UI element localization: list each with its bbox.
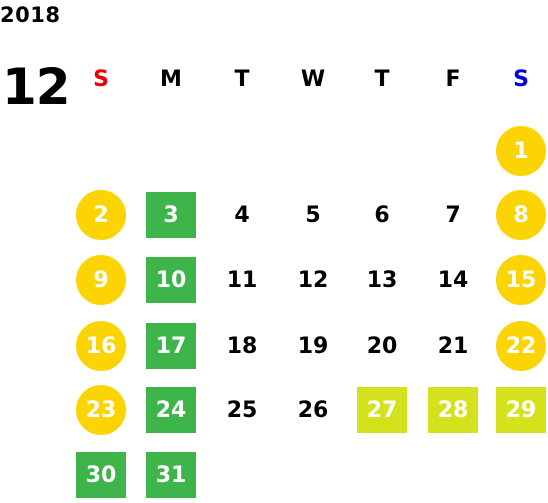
day-1[interactable]: 1	[496, 126, 546, 176]
day-9[interactable]: 9	[76, 255, 126, 305]
day-25[interactable]: 25	[226, 397, 258, 423]
day-17[interactable]: 17	[146, 323, 196, 369]
weekday-mon: M	[160, 67, 182, 92]
weekday-sat: S	[513, 67, 529, 92]
weekday-tue: T	[234, 67, 250, 92]
day-12[interactable]: 12	[297, 267, 329, 293]
day-15[interactable]: 15	[496, 255, 546, 305]
day-26[interactable]: 26	[297, 397, 329, 423]
day-2[interactable]: 2	[76, 190, 126, 240]
day-20[interactable]: 20	[366, 333, 398, 359]
day-30[interactable]: 30	[76, 452, 126, 498]
day-14[interactable]: 14	[437, 267, 469, 293]
month-number: 12	[2, 58, 71, 116]
day-21[interactable]: 21	[437, 333, 469, 359]
day-24[interactable]: 24	[146, 387, 196, 433]
day-22[interactable]: 22	[496, 321, 546, 371]
day-11[interactable]: 11	[226, 267, 258, 293]
day-18[interactable]: 18	[226, 333, 258, 359]
day-31[interactable]: 31	[146, 452, 196, 498]
day-8[interactable]: 8	[496, 190, 546, 240]
day-19[interactable]: 19	[297, 333, 329, 359]
day-29[interactable]: 29	[496, 387, 546, 433]
weekday-thu: T	[374, 67, 390, 92]
day-6[interactable]: 6	[374, 202, 390, 228]
weekday-fri: F	[445, 67, 461, 92]
day-4[interactable]: 4	[234, 202, 250, 228]
day-23[interactable]: 23	[76, 385, 126, 435]
year-label: 2018	[0, 3, 61, 27]
day-10[interactable]: 10	[146, 257, 196, 303]
day-16[interactable]: 16	[76, 321, 126, 371]
day-28[interactable]: 28	[428, 387, 478, 433]
day-3[interactable]: 3	[146, 192, 196, 238]
weekday-sun: S	[93, 67, 109, 92]
day-13[interactable]: 13	[366, 267, 398, 293]
day-7[interactable]: 7	[445, 202, 461, 228]
weekday-wed: W	[300, 67, 326, 92]
day-5[interactable]: 5	[305, 202, 321, 228]
day-27[interactable]: 27	[357, 387, 407, 433]
